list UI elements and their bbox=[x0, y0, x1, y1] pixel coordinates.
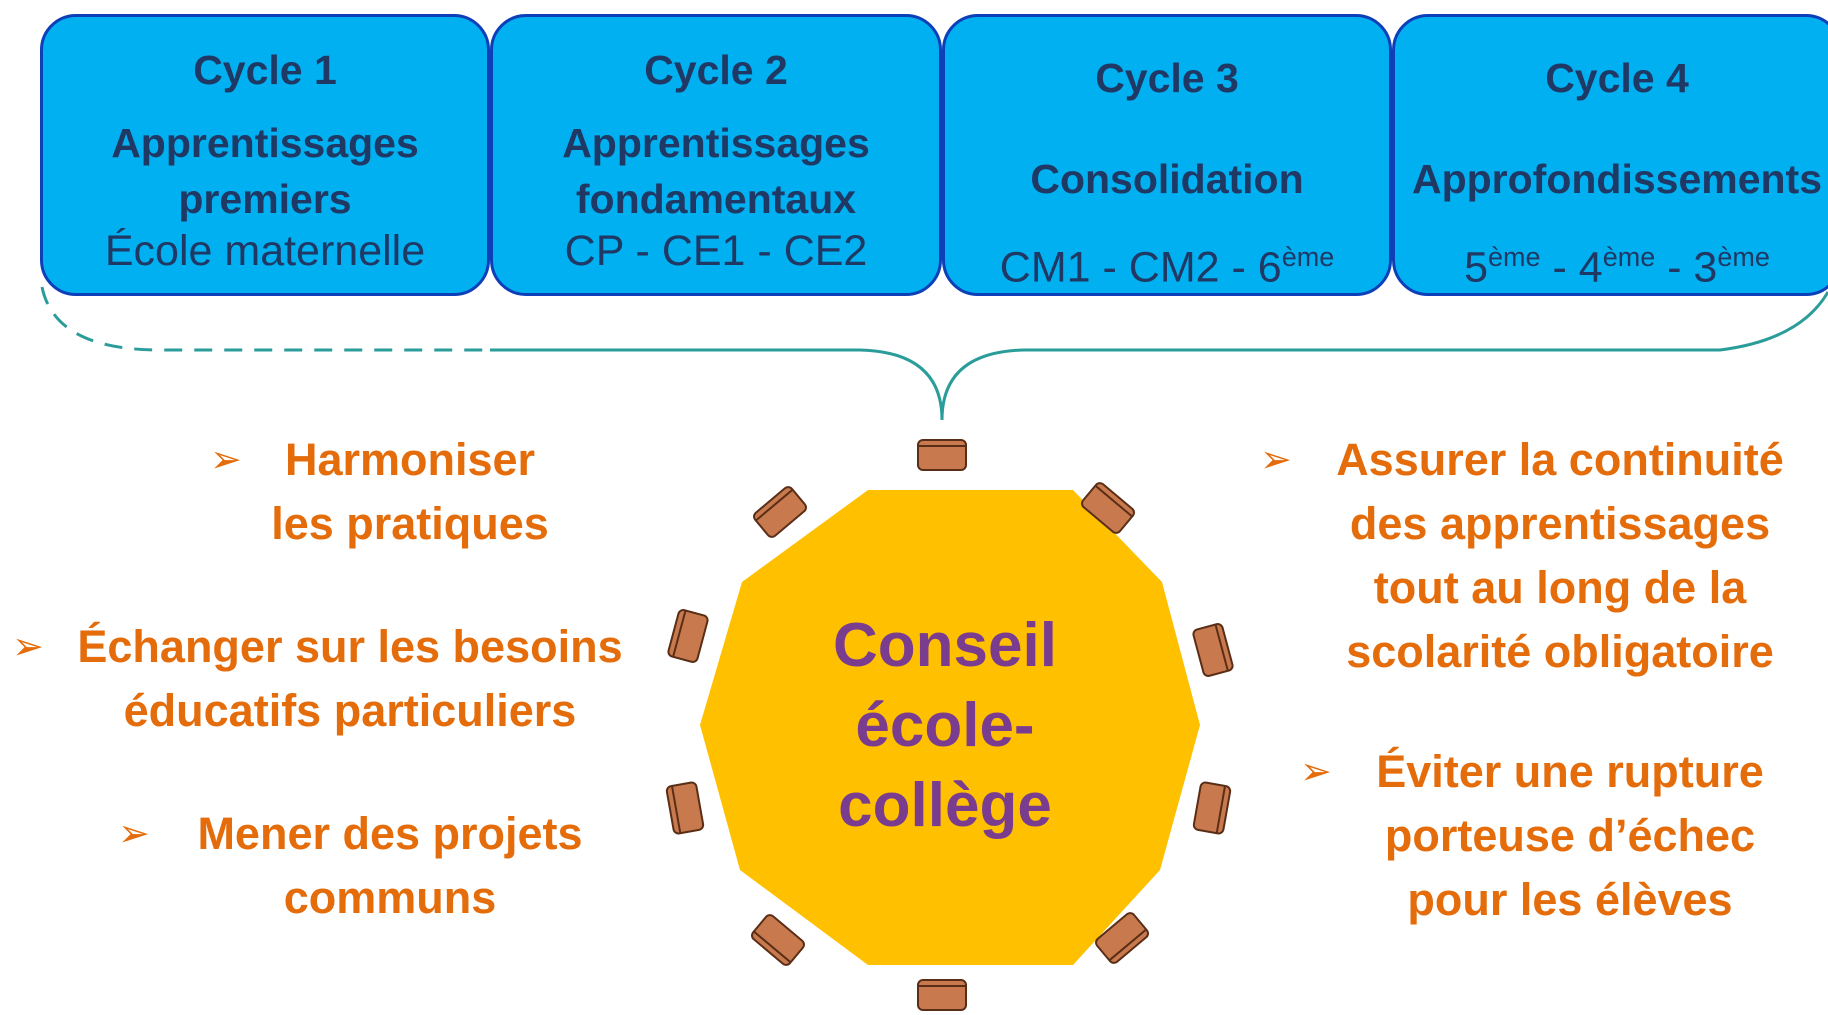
cycle-3-box: Cycle 3 Consolidation CM1 - CM2 - 6ème bbox=[942, 14, 1392, 296]
chair-bottom bbox=[917, 979, 967, 1011]
center-title-line: école- bbox=[855, 691, 1035, 760]
chair-upper-left bbox=[753, 486, 807, 538]
cycle-title: Cycle 1 bbox=[193, 47, 337, 93]
chair-mid-left-2 bbox=[665, 781, 705, 835]
cycle-levels: CM1 - CM2 - 6ème bbox=[999, 242, 1335, 292]
chairs bbox=[665, 439, 1234, 1011]
goal-rupture: Éviter une rupture porteuse d’échec pour… bbox=[1376, 746, 1764, 925]
center-title-line: collège bbox=[838, 771, 1052, 840]
chair-mid-left-1 bbox=[667, 609, 709, 663]
chair-upper-right bbox=[1081, 482, 1135, 534]
cycle-title: Cycle 4 bbox=[1545, 55, 1689, 101]
chair-mid-right-2 bbox=[1192, 781, 1232, 835]
cycle-subtitle: Approfondissements bbox=[1411, 156, 1823, 202]
arrow-bullet-icon: ➢ bbox=[1300, 751, 1332, 793]
arrow-bullet-icon: ➢ bbox=[1260, 439, 1292, 481]
cycle-subtitle: Consolidation bbox=[1030, 156, 1304, 202]
arrow-bullet-icon: ➢ bbox=[12, 626, 44, 668]
goal-harmoniser: Harmoniser les pratiques bbox=[271, 434, 549, 549]
center-title-line: Conseil bbox=[833, 611, 1057, 680]
brace-solid-segment bbox=[490, 291, 1828, 421]
conference-table bbox=[700, 490, 1200, 965]
cycle-levels: CP - CE1 - CE2 bbox=[564, 227, 868, 275]
cycle-title: Cycle 2 bbox=[644, 47, 788, 93]
goal-continuite: Assurer la continuité des apprentissages… bbox=[1336, 434, 1784, 677]
cycle-subtitle: Apprentissages premiers bbox=[111, 120, 419, 222]
chair-lower-left bbox=[751, 914, 805, 966]
brace-dashed-segment bbox=[40, 286, 490, 352]
chair-lower-right bbox=[1095, 912, 1149, 964]
cycle-subtitle: Apprentissages fondamentaux bbox=[562, 120, 870, 222]
chair-top bbox=[917, 439, 967, 471]
cycle-2-box: Cycle 2 Apprentissages fondamentaux CP -… bbox=[490, 14, 942, 296]
cycle-4-box: Cycle 4 Approfondissements 5ème - 4ème -… bbox=[1392, 14, 1828, 296]
chair-mid-right-1 bbox=[1192, 623, 1234, 677]
cycle-levels: 5ème - 4ème - 3ème bbox=[1464, 242, 1770, 292]
cycle-levels: École maternelle bbox=[104, 227, 426, 275]
arrow-bullet-icon: ➢ bbox=[118, 813, 150, 855]
cycle-1-box: Cycle 1 Apprentissages premiers École ma… bbox=[40, 14, 490, 296]
cycle-title: Cycle 3 bbox=[1095, 55, 1239, 101]
arrow-bullet-icon: ➢ bbox=[210, 439, 242, 481]
goal-projets: Mener des projets communs bbox=[197, 808, 583, 923]
center-title: Conseil école- collège bbox=[810, 606, 1080, 846]
goal-echanger: Échanger sur les besoins éducatifs parti… bbox=[77, 621, 623, 736]
